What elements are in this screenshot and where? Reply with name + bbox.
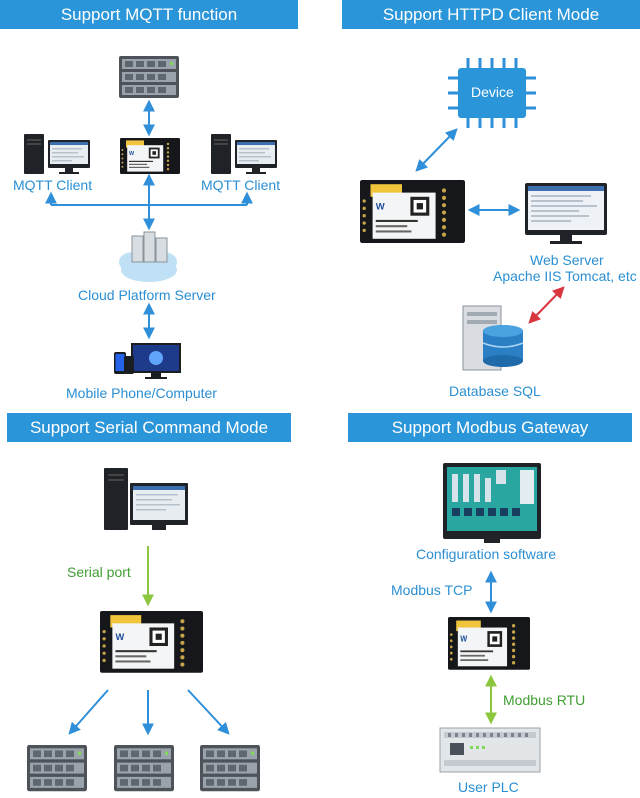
mqtt-wifi-module-icon [120,138,180,174]
serial-wifi-module-icon [100,611,203,673]
serial-server-rack-2-icon [114,745,174,792]
httpd-web-database-arrow [528,286,565,324]
web-server-monitor-icon [525,183,607,244]
user-plc-label: User PLC [458,779,519,795]
serial-server-rack-3-icon [200,745,260,792]
modbus-rtu-label: Modbus RTU [503,692,586,708]
serial-right-arrow [187,689,230,735]
mqtt-client-right-pc-icon [211,134,277,174]
configuration-software-screen-icon [443,463,541,543]
serial-panel-header: Support Serial Command Mode [7,413,291,442]
mobile-computer-icon [114,343,181,379]
cloud-platform-server-label: Cloud Platform Server [78,287,216,303]
mqtt-client-left-label: MQTT Client [13,177,93,193]
cloud-server-rack-icon [119,56,179,98]
database-icon [462,305,524,371]
database-sql-label: Database SQL [449,383,541,399]
modbus-wifi-module-icon [448,617,530,670]
mqtt-panel-header: Support MQTT function [0,0,298,29]
device-chip-icon [448,58,536,128]
cloud-server-icon [119,231,177,282]
mobile-computer-label: Mobile Phone/Computer [66,385,217,401]
mqtt-client-left-pc-icon [24,134,90,174]
serial-server-rack-1-icon [27,745,87,792]
web-server-label: Web Server [530,252,604,268]
httpd-panel-header: Support HTTPD Client Mode [342,0,640,29]
device-label: Device [471,84,514,100]
serial-left-arrow [68,689,109,735]
configuration-software-label: Configuration software [416,546,557,562]
httpd-wifi-module-icon [360,180,465,243]
modbus-panel-header: Support Modbus Gateway [348,413,632,442]
serial-port-label: Serial port [67,564,131,580]
user-plc-icon [439,727,541,773]
modbus-tcp-label: Modbus TCP [391,582,473,598]
mqtt-client-right-label: MQTT Client [201,177,281,193]
httpd-device-module-arrow [415,128,458,172]
web-server-detail-label: Apache IIS Tomcat, etc [493,268,637,284]
serial-pc-icon [104,468,188,530]
